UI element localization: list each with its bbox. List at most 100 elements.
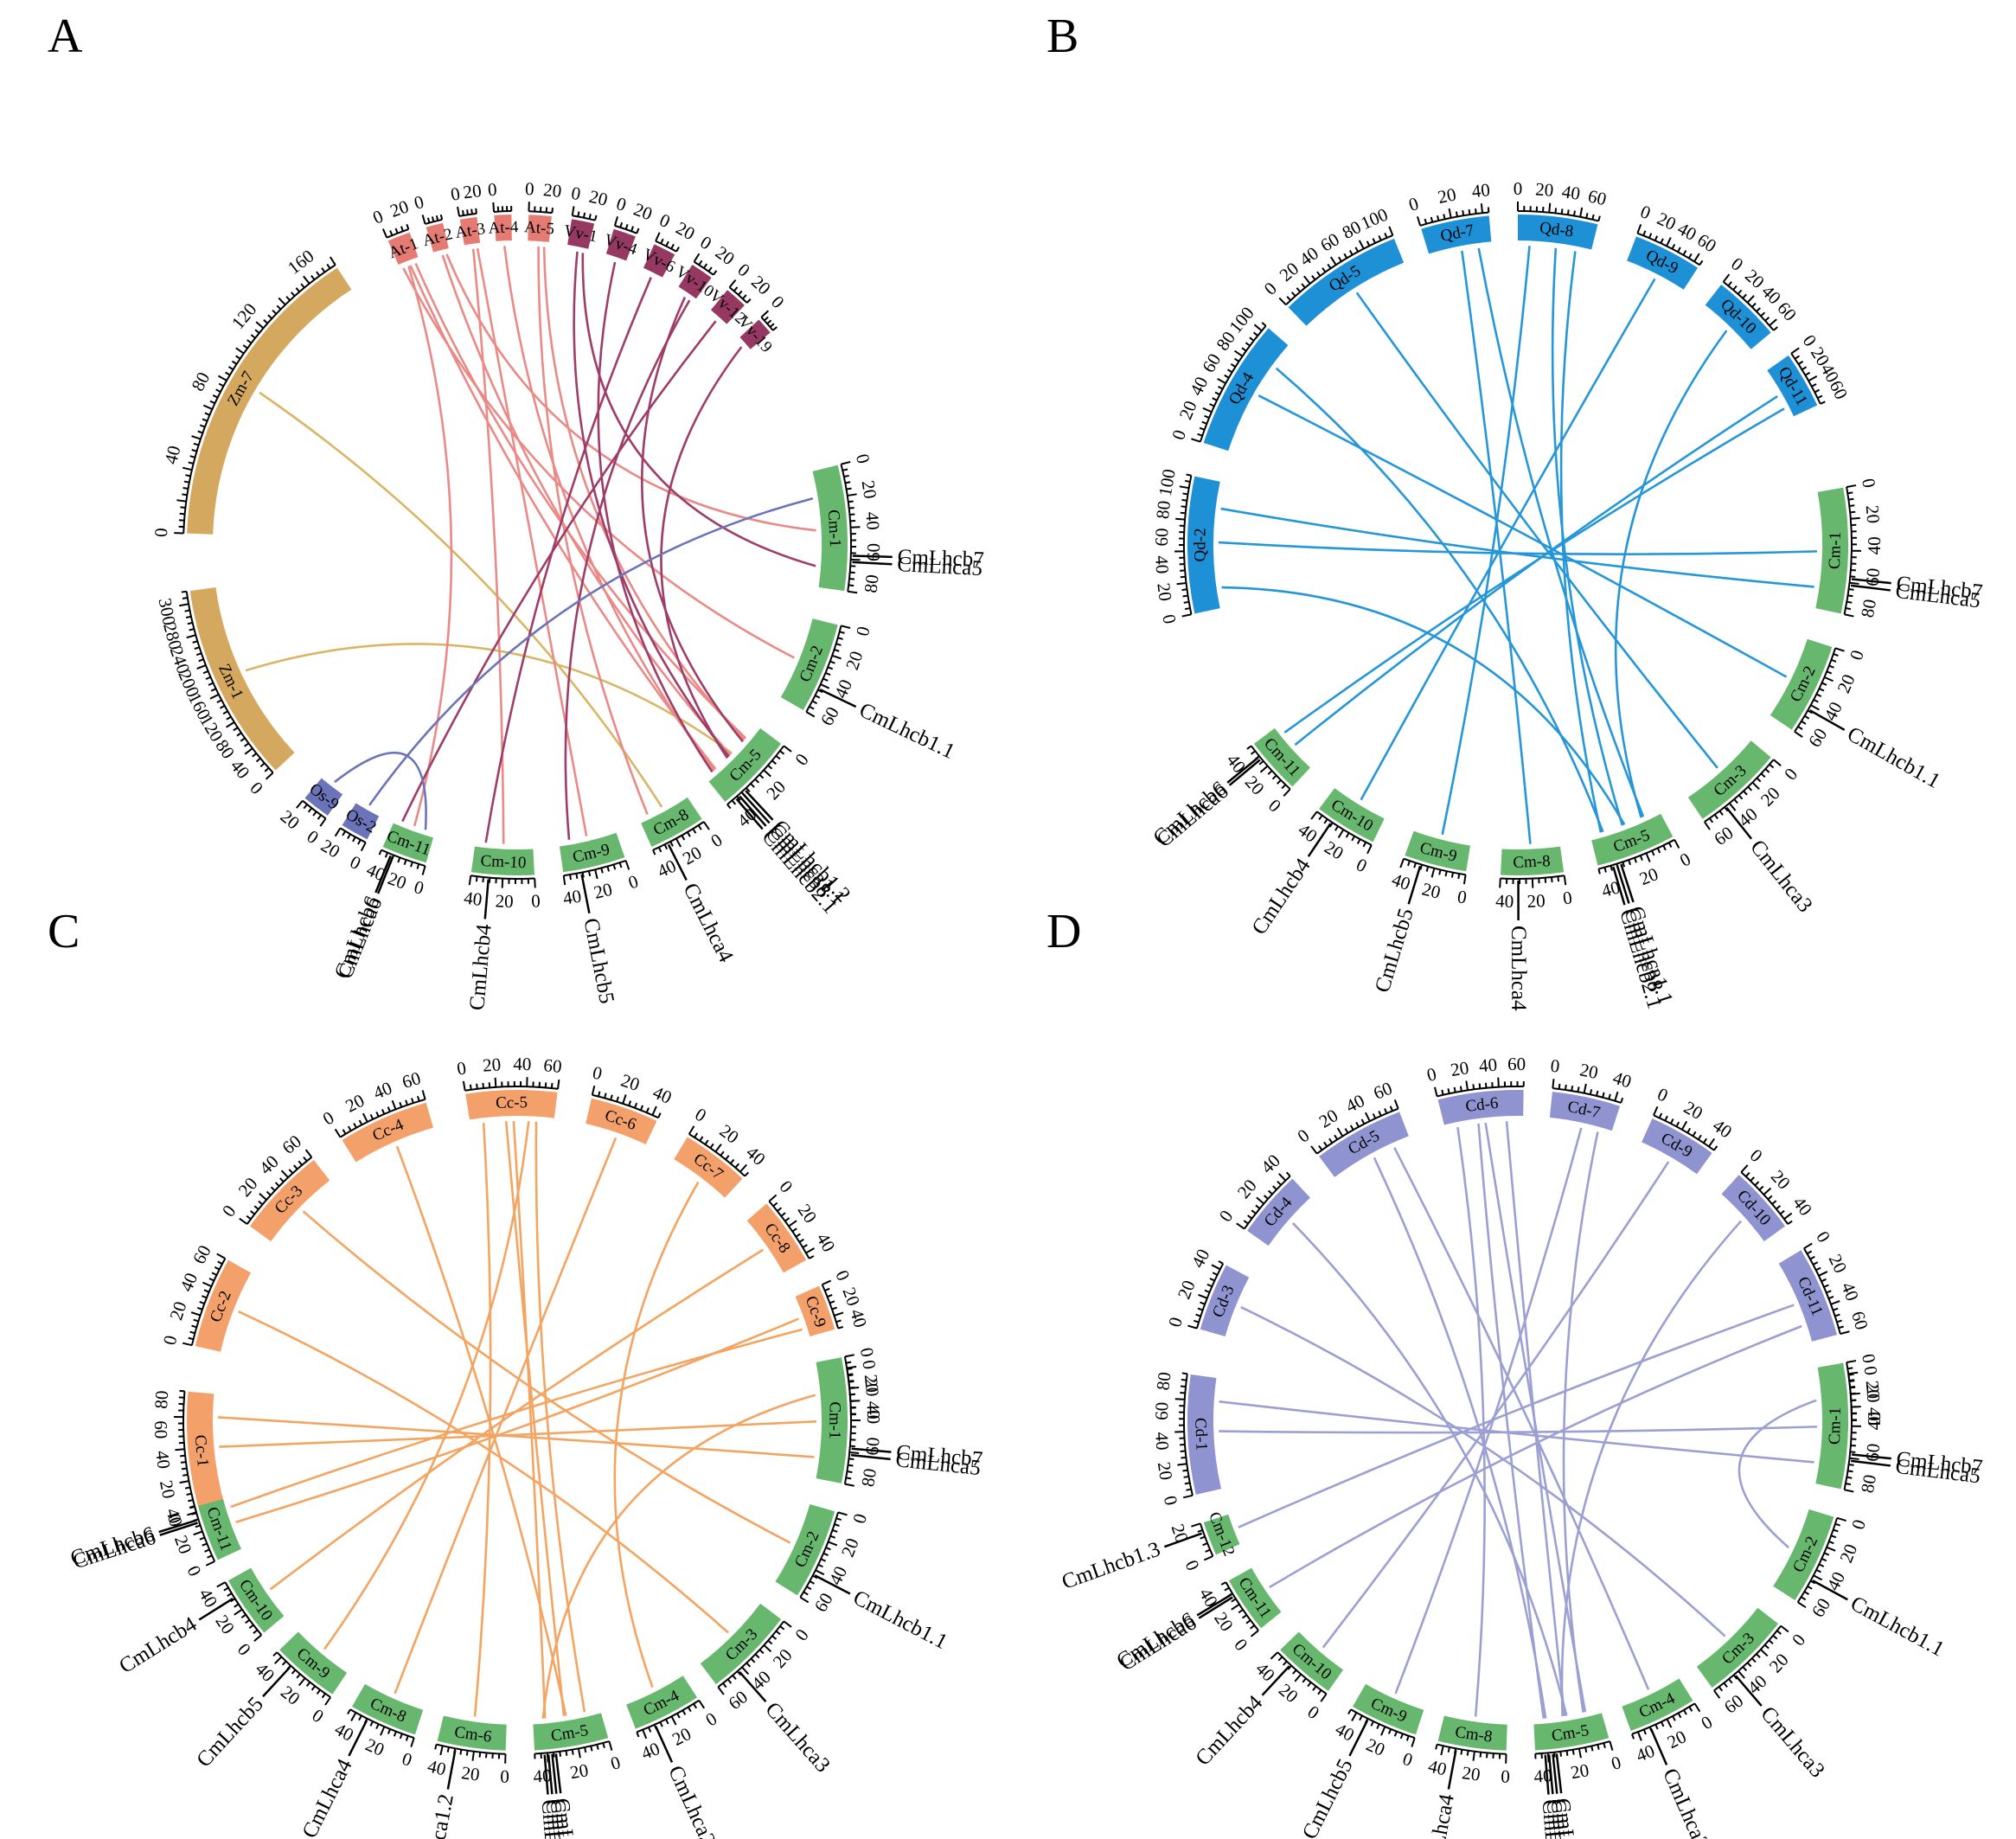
tick-label: 0 [455, 1057, 467, 1079]
ruler-minor-tick [652, 849, 656, 855]
ruler-major-tick [1760, 1649, 1769, 1657]
ruler-minor-tick [1245, 342, 1251, 347]
ruler-minor-tick [1181, 505, 1187, 508]
ruler-major-tick [1704, 821, 1711, 830]
chromosome-label: Cc-1 [190, 1434, 211, 1468]
ruler-minor-tick [817, 689, 823, 694]
ruler-minor-tick [400, 226, 404, 232]
ruler-minor-tick [587, 870, 592, 877]
ruler-minor-tick [389, 230, 394, 236]
ruler-minor-tick [1815, 1568, 1821, 1573]
ruler-minor-tick [1584, 1746, 1588, 1753]
ruler-major-tick [239, 1217, 248, 1225]
ruler-minor-tick [184, 609, 190, 612]
ruler-minor-tick [676, 1713, 681, 1719]
links [1218, 246, 1817, 844]
ruler-minor-tick [263, 318, 269, 324]
gene-leader-line [654, 1725, 674, 1763]
gene-label: CmLhcb5 [579, 916, 618, 1005]
ruler-minor-tick [194, 646, 200, 650]
link-cd-9-to-cm-10 [1322, 1161, 1670, 1649]
ruler-major-tick [217, 375, 227, 381]
ruler-minor-tick [1307, 1682, 1312, 1688]
link-qd-9-to-cm-10 [1360, 278, 1656, 801]
ruler-minor-tick [219, 704, 226, 709]
tick-label: 20 [277, 806, 304, 834]
ruler-minor-tick [1756, 307, 1761, 312]
chromosome-vv-19: Vv-190 [734, 292, 789, 356]
ruler-major-tick [179, 603, 189, 607]
ruler-minor-tick [764, 316, 769, 322]
link-at-3-to-cm-10 [471, 248, 505, 844]
ruler-minor-tick [604, 1093, 607, 1099]
ruler-minor-tick [1334, 825, 1339, 831]
link-qd-2-to-cm-1 [1218, 541, 1817, 555]
gene-label: CmLhca2 [663, 1762, 720, 1839]
ruler-minor-tick [187, 621, 193, 625]
gene-leader-line [850, 1453, 891, 1461]
ruler-minor-tick [665, 240, 669, 247]
link-cd-5-to-cm-5 [1373, 1157, 1547, 1719]
ruler-major-tick [1636, 1731, 1642, 1741]
ruler-major-tick [179, 1480, 189, 1484]
ruler-major-tick [675, 837, 682, 848]
ruler-major-tick [1609, 1740, 1614, 1751]
tick-label: 0 [1727, 253, 1747, 275]
chromosome-band [1627, 236, 1699, 290]
ruler-minor-tick [214, 1266, 221, 1271]
gene-leader-line [1734, 1675, 1763, 1707]
ruler-minor-tick [1251, 1209, 1257, 1214]
gene-labels-cm-3: CmLhca3 [739, 1670, 835, 1777]
ruler-minor-tick [310, 274, 316, 280]
ruler-major-tick [577, 1748, 581, 1759]
ruler-minor-tick [687, 831, 691, 837]
ruler-major-tick [193, 1530, 203, 1536]
ruler-baseline [185, 591, 274, 773]
chromosome-label: At-2 [421, 225, 455, 250]
ruler-minor-tick [1184, 479, 1191, 483]
ruler-major-tick [468, 875, 472, 886]
gene-label: CmLhcb7 [897, 546, 984, 572]
ruler-minor-tick [431, 216, 435, 222]
tick-label: 60 [1316, 228, 1343, 255]
ruler-minor-tick [845, 481, 851, 484]
ruler-minor-tick [484, 1752, 488, 1759]
ruler-minor-tick [1849, 504, 1855, 507]
ruler-minor-tick [399, 1733, 403, 1740]
ruler-major-tick [1808, 375, 1818, 382]
ruler-minor-tick [1815, 693, 1822, 698]
ruler-minor-tick [267, 314, 273, 319]
gene-leader-line [739, 795, 767, 827]
ruler-minor-tick [1338, 256, 1342, 262]
ruler-major-tick [799, 1596, 810, 1604]
chromosome-band [795, 1285, 835, 1336]
link-qd-4-to-cm-5 [1275, 367, 1604, 833]
ruler-minor-tick [784, 1217, 790, 1222]
ruler-minor-tick [1241, 1614, 1247, 1619]
ruler-major-tick [334, 1128, 342, 1138]
ruler-minor-tick [1651, 850, 1655, 856]
link-at-1-to-cm-11 [407, 266, 453, 827]
ruler-minor-tick [1450, 872, 1455, 878]
ruler-minor-tick [296, 1673, 301, 1679]
ruler-major-tick [763, 1644, 772, 1653]
ruler-minor-tick [726, 1678, 733, 1684]
ruler-minor-tick [426, 217, 431, 223]
tick-label: 20 [794, 1200, 822, 1227]
ruler-minor-tick [1833, 1307, 1839, 1311]
ruler-minor-tick [1355, 1121, 1360, 1128]
chromosome-band [1815, 487, 1848, 614]
ruler-minor-tick [321, 1693, 326, 1699]
tick-label: 0 [319, 1107, 338, 1130]
ruler-minor-tick [250, 1210, 255, 1215]
ruler-minor-tick [242, 344, 248, 349]
ruler-major-tick [191, 435, 202, 440]
link-qd-7-to-cm-8 [1461, 250, 1532, 844]
ruler-minor-tick [847, 1471, 853, 1473]
ruler-minor-tick [403, 859, 407, 866]
